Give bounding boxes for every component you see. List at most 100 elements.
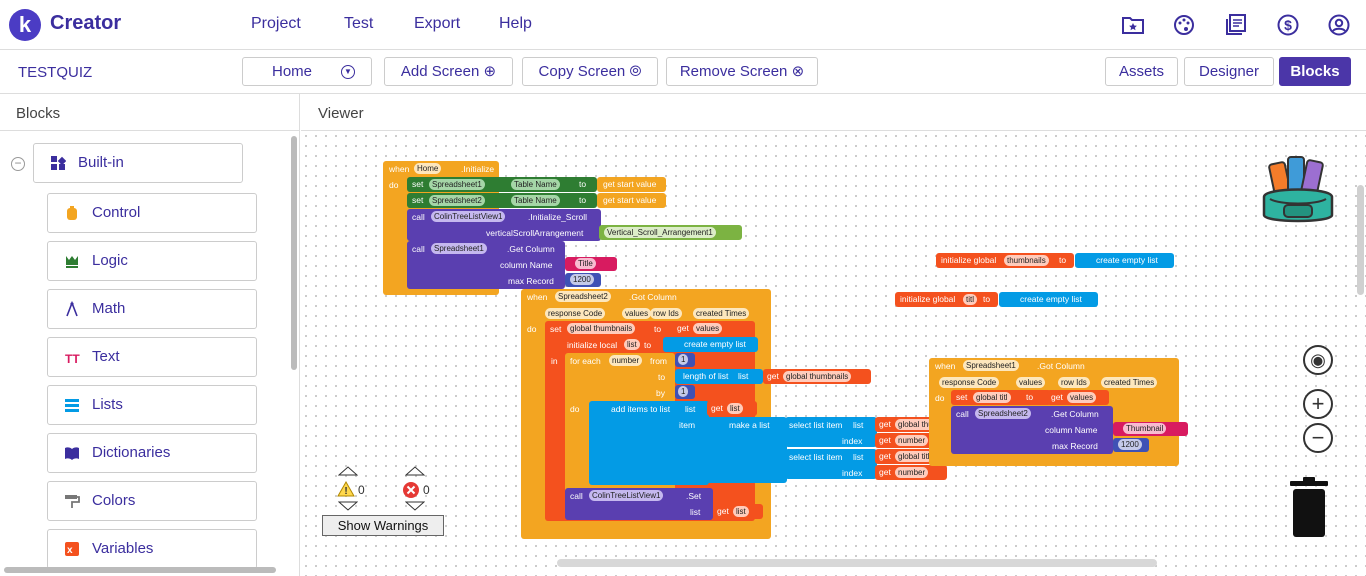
menu-test[interactable]: Test xyxy=(344,15,374,32)
text-block[interactable]: Title xyxy=(565,257,617,271)
select-list-item-block[interactable]: select list item list index xyxy=(785,417,877,447)
screen-select[interactable]: Home ▼ xyxy=(242,57,372,86)
set-table-name-block[interactable]: set Spreadsheet1 Table Name to xyxy=(407,177,597,192)
copy-screen-button[interactable]: Copy Screen ⦾ xyxy=(522,57,658,86)
event-param[interactable]: values xyxy=(622,308,652,319)
create-empty-list-block[interactable]: create empty list xyxy=(1075,253,1174,268)
blocks-workspace[interactable]: when Home .Initialize do set Spreadsheet… xyxy=(301,130,1366,576)
create-empty-list-block[interactable]: create empty list xyxy=(663,337,758,352)
collapse-icon[interactable]: − xyxy=(11,157,25,171)
error-next-icon[interactable] xyxy=(405,501,425,511)
event-param[interactable]: row Ids xyxy=(1058,377,1090,388)
select-list-item-block[interactable]: select list item list index xyxy=(785,449,877,479)
variable-dropdown[interactable]: values xyxy=(1067,392,1097,403)
drawer-colors[interactable]: Colors xyxy=(47,481,257,521)
variable-dropdown[interactable]: number xyxy=(895,435,929,446)
get-values-block[interactable]: get values xyxy=(1047,390,1109,405)
app-logo[interactable]: k xyxy=(9,9,41,41)
event-param[interactable]: response Code xyxy=(939,377,1000,388)
error-prev-icon[interactable] xyxy=(405,466,425,476)
variable-dropdown[interactable]: global thumbnails xyxy=(783,371,852,382)
variable-dropdown[interactable]: global titl xyxy=(895,451,933,462)
number-block[interactable]: 1 xyxy=(675,353,695,367)
initialize-scroll-block[interactable]: call ColinTreeListView1 .Initialize_Scro… xyxy=(407,209,601,241)
component-dropdown[interactable]: Spreadsheet1 xyxy=(963,360,1019,371)
add-items-to-list-block[interactable]: add items to list list item xyxy=(589,401,709,485)
property-dropdown[interactable]: Table Name xyxy=(511,195,560,206)
component-dropdown[interactable]: ColinTreeListView1 xyxy=(431,211,506,222)
variable-dropdown[interactable]: global titl xyxy=(973,392,1011,403)
number-block[interactable]: 1 xyxy=(675,385,695,399)
get-start-value-block[interactable]: get start value xyxy=(597,193,666,208)
component-dropdown[interactable]: Home xyxy=(414,163,442,174)
warning-prev-icon[interactable] xyxy=(338,466,358,476)
blocks-button[interactable]: Blocks xyxy=(1279,57,1351,86)
set-global-titl-block[interactable]: set global titl to xyxy=(951,390,1051,405)
drawer-lists[interactable]: Lists xyxy=(47,385,257,425)
event-param[interactable]: response Code xyxy=(545,308,606,319)
drawer-logic[interactable]: Logic xyxy=(47,241,257,281)
component-dropdown[interactable]: Spreadsheet2 xyxy=(429,195,485,206)
get-list-block[interactable]: get list xyxy=(713,504,763,519)
drawer-dictionaries[interactable]: Dictionaries xyxy=(47,433,257,473)
text-block[interactable]: Thumbnail xyxy=(1113,422,1188,436)
menu-help[interactable]: Help xyxy=(499,15,532,32)
event-param[interactable]: created Times xyxy=(693,308,750,319)
text-value[interactable]: Title xyxy=(575,258,596,269)
trash-icon[interactable] xyxy=(1287,477,1331,539)
dollar-icon[interactable]: $ xyxy=(1276,13,1300,37)
get-start-value-block[interactable]: get start value xyxy=(597,177,666,192)
add-screen-button[interactable]: Add Screen ⊕ xyxy=(384,57,513,86)
init-global-thumbnails-block[interactable]: initialize global thumbnails to xyxy=(936,253,1074,268)
number-block[interactable]: 1200 xyxy=(565,273,601,287)
account-icon[interactable] xyxy=(1327,13,1351,37)
component-dropdown[interactable]: ColinTreeListView1 xyxy=(589,490,664,501)
variable-name[interactable]: thumbnails xyxy=(1004,255,1049,266)
number-value[interactable]: 1200 xyxy=(570,274,594,285)
get-global-thumbnails-block[interactable]: get global thumbnails xyxy=(763,369,871,384)
length-of-list-block[interactable]: length of list list xyxy=(675,369,763,384)
drawer-text[interactable]: TT Text xyxy=(47,337,257,377)
builtin-drawer[interactable]: Built-in xyxy=(33,143,243,183)
variable-name[interactable]: list xyxy=(624,339,640,350)
variable-dropdown[interactable]: number xyxy=(895,467,929,478)
drawer-control[interactable]: Control xyxy=(47,193,257,233)
warning-next-icon[interactable] xyxy=(338,501,358,511)
set-table-name-block[interactable]: set Spreadsheet2 Table Name to xyxy=(407,193,597,208)
create-empty-list-block[interactable]: create empty list xyxy=(999,292,1098,307)
get-values-block[interactable]: get values xyxy=(673,321,743,336)
show-warnings-button[interactable]: Show Warnings xyxy=(322,515,444,536)
component-dropdown[interactable]: Spreadsheet1 xyxy=(431,243,487,254)
component-dropdown[interactable]: Spreadsheet2 xyxy=(975,408,1031,419)
arrangement-component-block[interactable]: Vertical_Scroll_Arrangement1 xyxy=(599,225,742,240)
get-column-block[interactable]: call Spreadsheet2 .Get Column column Nam… xyxy=(951,406,1113,454)
menu-export[interactable]: Export xyxy=(414,15,461,32)
component-dropdown[interactable]: Spreadsheet2 xyxy=(555,291,611,302)
assets-button[interactable]: Assets xyxy=(1105,57,1178,86)
variable-name[interactable]: titl xyxy=(963,294,977,305)
number-value[interactable]: 1 xyxy=(678,386,689,397)
library-icon[interactable] xyxy=(1224,13,1248,37)
set-tree-list-block[interactable]: call ColinTreeListView1 .Set list xyxy=(565,488,713,520)
panel-vertical-scrollbar[interactable] xyxy=(291,136,297,370)
event-param[interactable]: created Times xyxy=(1101,377,1158,388)
variable-dropdown[interactable]: values xyxy=(693,323,723,334)
recenter-button[interactable]: ◉ xyxy=(1303,345,1333,375)
get-number-block[interactable]: get number xyxy=(875,465,947,480)
variable-name[interactable]: number xyxy=(609,355,643,366)
text-value[interactable]: Thumbnail xyxy=(1123,423,1167,434)
make-a-list-block[interactable]: make a list xyxy=(707,417,787,483)
designer-button[interactable]: Designer xyxy=(1184,57,1274,86)
number-block[interactable]: 1200 xyxy=(1113,438,1149,452)
zoom-out-button[interactable]: − xyxy=(1303,423,1333,453)
zoom-in-button[interactable]: + xyxy=(1303,389,1333,419)
palette-icon[interactable] xyxy=(1172,13,1196,37)
remove-screen-button[interactable]: Remove Screen ⊗ xyxy=(666,57,818,86)
variable-dropdown[interactable]: list xyxy=(727,403,743,414)
drawer-math[interactable]: Math xyxy=(47,289,257,329)
workspace-vertical-scrollbar[interactable] xyxy=(1357,185,1364,295)
drawer-variables[interactable]: x Variables xyxy=(47,529,257,569)
get-column-block[interactable]: call Spreadsheet1 .Get Column column Nam… xyxy=(407,241,565,289)
event-param[interactable]: row Ids xyxy=(650,308,682,319)
component-dropdown[interactable]: Vertical_Scroll_Arrangement1 xyxy=(604,227,716,238)
